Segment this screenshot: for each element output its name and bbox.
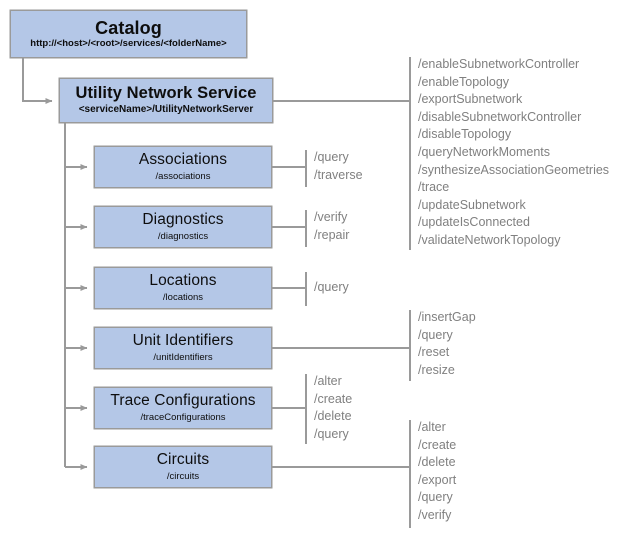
- operation-endpoint: /delete: [418, 455, 456, 470]
- operation-endpoint: /alter: [418, 420, 446, 434]
- operation-endpoint: /verify: [314, 210, 348, 224]
- operation-endpoint: /enableSubnetworkController: [418, 57, 580, 71]
- operation-endpoint: /reset: [418, 345, 450, 360]
- node-catalog[interactable]: Catalog http://<host>/<root>/services/<f…: [10, 10, 247, 58]
- node-unit-identifiers-title: Unit Identifiers: [132, 332, 234, 350]
- operation-endpoint: /create: [418, 437, 457, 452]
- operation-endpoint: /trace: [418, 180, 450, 195]
- node-trace-configurations-path: /traceConfigurations: [140, 411, 226, 423]
- edge-catalog-to-service: [22, 58, 53, 104]
- operation-endpoint: /exportSubnetwork: [418, 92, 523, 107]
- operation-endpoint: /query: [314, 150, 349, 164]
- operation-endpoint: /delete: [314, 409, 352, 424]
- operation-endpoint: /verify: [418, 507, 452, 522]
- node-circuits-title: Circuits: [156, 451, 210, 469]
- operations-associations: /query/traverse: [314, 149, 363, 184]
- operations-diagnostics: /verify/repair: [314, 209, 349, 244]
- node-unit-identifiers[interactable]: Unit Identifiers /unitIdentifiers: [94, 327, 272, 369]
- node-catalog-path: http://<host>/<root>/services/<folderNam…: [30, 38, 227, 50]
- node-locations-title: Locations: [149, 272, 217, 290]
- operations-utility-network-service: /enableSubnetworkController/enableTopolo…: [418, 56, 609, 250]
- node-associations[interactable]: Associations /associations: [94, 146, 272, 188]
- node-trace-configurations-title: Trace Configurations: [110, 392, 256, 410]
- node-diagnostics-path: /diagnostics: [157, 230, 209, 242]
- node-utility-network-service[interactable]: Utility Network Service <serviceName>/Ut…: [59, 78, 273, 123]
- operation-endpoint: /queryNetworkMoments: [418, 144, 550, 159]
- node-locations[interactable]: Locations /locations: [94, 267, 272, 309]
- operations-locations: /query: [314, 279, 349, 297]
- operation-endpoint: /disableTopology: [418, 127, 512, 142]
- node-catalog-title: Catalog: [95, 17, 162, 38]
- operation-endpoint: /query: [418, 490, 453, 505]
- node-circuits[interactable]: Circuits /circuits: [94, 446, 272, 488]
- operations-circuits: /alter/create/delete/export/query/verify: [418, 419, 456, 525]
- operation-endpoint: /synthesizeAssociationGeometries: [418, 162, 610, 177]
- node-associations-title: Associations: [138, 151, 228, 169]
- operation-endpoint: /insertGap: [418, 310, 476, 324]
- operation-endpoint: /create: [314, 391, 353, 406]
- operation-endpoint: /query: [314, 280, 349, 294]
- operation-endpoint: /query: [314, 426, 349, 441]
- node-utility-network-service-title: Utility Network Service: [75, 84, 257, 103]
- operation-endpoint: /resize: [418, 362, 455, 377]
- node-circuits-path: /circuits: [166, 470, 200, 482]
- operations-trace-configurations: /alter/create/delete/query: [314, 373, 352, 443]
- operation-endpoint: /enableTopology: [418, 74, 510, 89]
- node-utility-network-service-path: <serviceName>/UtilityNetworkServer: [78, 104, 254, 116]
- node-locations-path: /locations: [162, 291, 204, 303]
- operation-endpoint: /repair: [314, 227, 350, 242]
- operation-endpoint: /alter: [314, 374, 342, 388]
- node-diagnostics-title: Diagnostics: [142, 211, 224, 229]
- node-associations-path: /associations: [155, 170, 211, 182]
- operation-endpoint: /validateNetworkTopology: [418, 232, 561, 247]
- operation-endpoint: /traverse: [314, 167, 363, 182]
- node-unit-identifiers-path: /unitIdentifiers: [153, 351, 213, 363]
- node-trace-configurations[interactable]: Trace Configurations /traceConfiguration…: [94, 387, 272, 429]
- operation-endpoint: /updateSubnetwork: [418, 197, 526, 212]
- node-diagnostics[interactable]: Diagnostics /diagnostics: [94, 206, 272, 248]
- operation-endpoint: /query: [418, 327, 453, 342]
- operation-endpoint: /export: [418, 472, 457, 487]
- operation-endpoint: /disableSubnetworkController: [418, 109, 582, 124]
- operations-unit-identifiers: /insertGap/query/reset/resize: [418, 309, 476, 379]
- operation-endpoint: /updateIsConnected: [418, 215, 530, 230]
